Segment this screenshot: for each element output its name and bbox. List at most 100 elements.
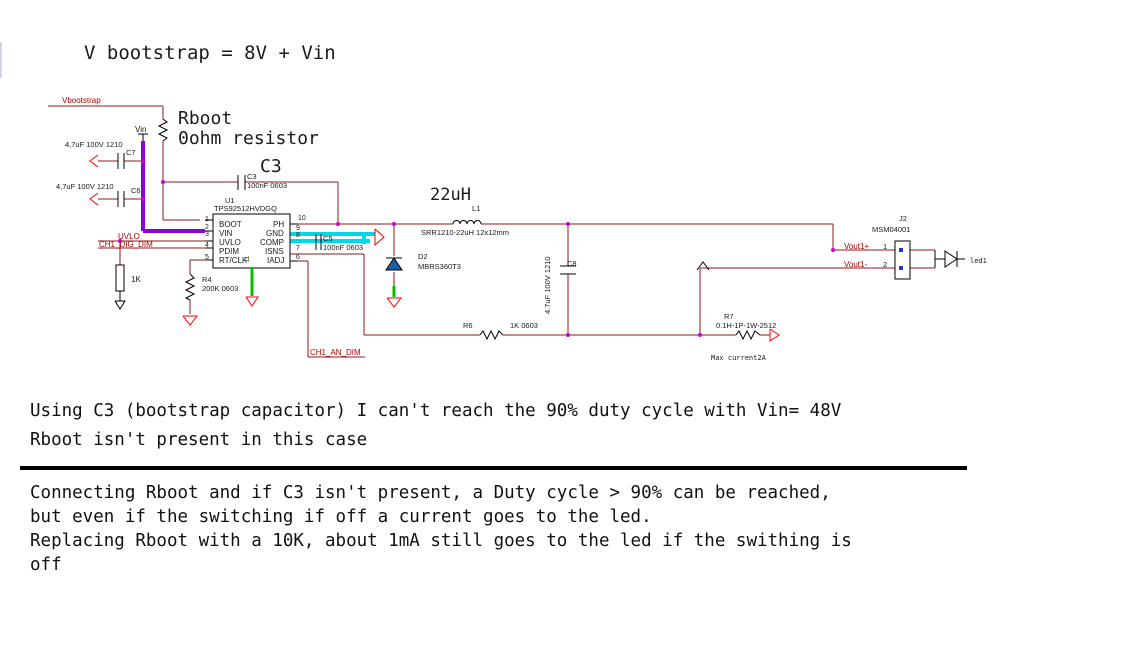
pin-number-3: 3 — [205, 231, 209, 238]
pin-number-6: 6 — [296, 254, 300, 261]
l1-inductor — [452, 220, 482, 225]
r7-ground-arrow — [769, 328, 780, 342]
net-label-vout1-plus: Vout1+ — [844, 242, 869, 251]
r6-ref: R6 — [463, 321, 473, 330]
net-label-vbootstrap: Vbootstrap — [62, 96, 101, 105]
c7-ground-arrow — [89, 154, 99, 168]
u1-right-pins — [290, 223, 298, 262]
c7-ref: C7 — [126, 148, 136, 157]
led-label: led1 — [970, 257, 987, 265]
vout-minus-ground-arrow — [696, 261, 710, 271]
bootstrap-highlight-trace — [141, 141, 205, 233]
c3-capacitor — [237, 175, 246, 190]
vin-label: Vin — [135, 125, 146, 134]
c3-value: 100nF 0603 — [247, 181, 287, 190]
j2-pin2-marker — [899, 266, 903, 270]
net-label-vout1-minus: Vout1- — [844, 260, 867, 269]
c3-ref: C3 — [247, 172, 257, 181]
r4-ground-arrow — [182, 315, 199, 326]
c5-ref: C5 — [323, 234, 333, 243]
pin-number-8: 8 — [296, 232, 300, 239]
c3-annotation: C3 — [260, 156, 282, 177]
c6-ref: C6 — [131, 186, 141, 195]
pin-pdim: PDIM — [219, 247, 239, 256]
c7-value: 4,7uF 100V 1210 — [65, 140, 123, 149]
bootstrap-heading: V bootstrap = 8V + Vin — [84, 42, 336, 64]
c5-value: 100nF 0603 — [323, 243, 363, 252]
j2-connector-body — [894, 240, 911, 280]
note-line-1: Using C3 (bootstrap capacitor) I can't r… — [30, 401, 842, 421]
j2-part: MSM04001 — [872, 225, 910, 234]
c5-ground-arrow — [374, 228, 385, 247]
max-current-label: Max current2A — [711, 354, 767, 362]
c8-value: 4.7uF 100V 1210 — [543, 256, 552, 314]
led-symbol — [934, 250, 965, 268]
pin-number-11: 11 — [245, 255, 251, 262]
c6-capacitor — [117, 191, 125, 207]
resistor-1k — [115, 264, 125, 292]
r4-value: 200K 0603 — [202, 284, 238, 293]
net-label-ch1-an-dim: CH1_AN_DIM — [310, 348, 361, 357]
u1-part: TPS92512HVDGQ — [214, 204, 277, 213]
j2-pin1-marker — [899, 248, 903, 252]
note-line-6: off — [30, 555, 62, 575]
pin-vin: VIN — [219, 229, 233, 238]
j2-pin1-number: 1 — [883, 242, 887, 251]
pin-ph: PH — [273, 220, 284, 229]
r4-ref: R4 — [202, 275, 212, 284]
pin-number-1: 1 — [205, 216, 209, 223]
pin-comp: COMP — [260, 238, 284, 247]
c8-ref: C8 — [567, 259, 577, 268]
pin-uvlo: UVLO — [219, 238, 241, 247]
d2-part: MBRS360T3 — [418, 262, 461, 271]
c6-ground-arrow — [89, 192, 99, 206]
pin-gnd: GND — [266, 229, 284, 238]
d2-ground-arrow — [386, 297, 403, 308]
d2-ref: D2 — [418, 252, 428, 261]
note-line-3: Connecting Rboot and if C3 isn't present… — [30, 483, 831, 503]
l1-value: SRR1210-22uH 12x12mm — [421, 228, 509, 237]
pin-isns: ISNS — [265, 247, 284, 256]
note-line-2: Rboot isn't present in this case — [30, 430, 368, 450]
r7-ref: R7 — [724, 312, 734, 321]
wires — [48, 105, 935, 358]
r4-resistor — [184, 273, 196, 301]
pin-boot: BOOT — [219, 220, 242, 229]
switch-highlight-trace — [290, 232, 375, 244]
j2-ref: J2 — [899, 214, 907, 223]
c5-capacitor — [315, 234, 322, 250]
junction-dots — [118, 159, 835, 337]
j2-pin2-number: 2 — [883, 260, 887, 269]
pin-number-9: 9 — [296, 225, 300, 232]
res-1k-ground — [114, 300, 126, 310]
pin-number-4: 4 — [205, 242, 209, 249]
u1-ref: U1 — [225, 196, 235, 205]
c7-capacitor — [117, 153, 125, 169]
pin-number-5: 5 — [205, 254, 209, 261]
pin-rtclk: RT/CLK — [219, 256, 248, 265]
rboot-annotation: Rboot — [178, 108, 232, 129]
net-label-ch1-dig-dim: CH1_DIG_DIM — [99, 240, 153, 249]
inductor-annotation: 22uH — [430, 185, 471, 205]
res-1k-value: 1K — [131, 275, 141, 284]
c8-capacitor — [560, 265, 576, 275]
note-line-5: Replacing Rboot with a 10K, about 1mA st… — [30, 531, 852, 551]
separator-rule — [20, 466, 967, 470]
r7-value: 0.1H-1P-1W-2512 — [716, 321, 776, 330]
r7-resistor — [735, 329, 761, 341]
r6-resistor — [479, 329, 504, 341]
c6-value: 4,7uF 100V 1210 — [56, 182, 114, 191]
u1-ground-arrow — [245, 296, 259, 307]
u1-left-pins — [205, 219, 213, 261]
rboot-desc-annotation: 0ohm resistor — [178, 128, 319, 149]
pin-number-7: 7 — [296, 245, 300, 252]
pin-iadj: IADJ — [267, 256, 284, 265]
d2-diode — [385, 257, 403, 271]
pin-number-10: 10 — [298, 215, 306, 222]
l1-ref: L1 — [472, 204, 480, 213]
net-label-uvlo: UVLO — [118, 232, 140, 241]
r6-value: 1K 0603 — [510, 321, 538, 330]
rboot-resistor — [157, 118, 169, 142]
note-line-4: but even if the switching if off a curre… — [30, 507, 652, 527]
